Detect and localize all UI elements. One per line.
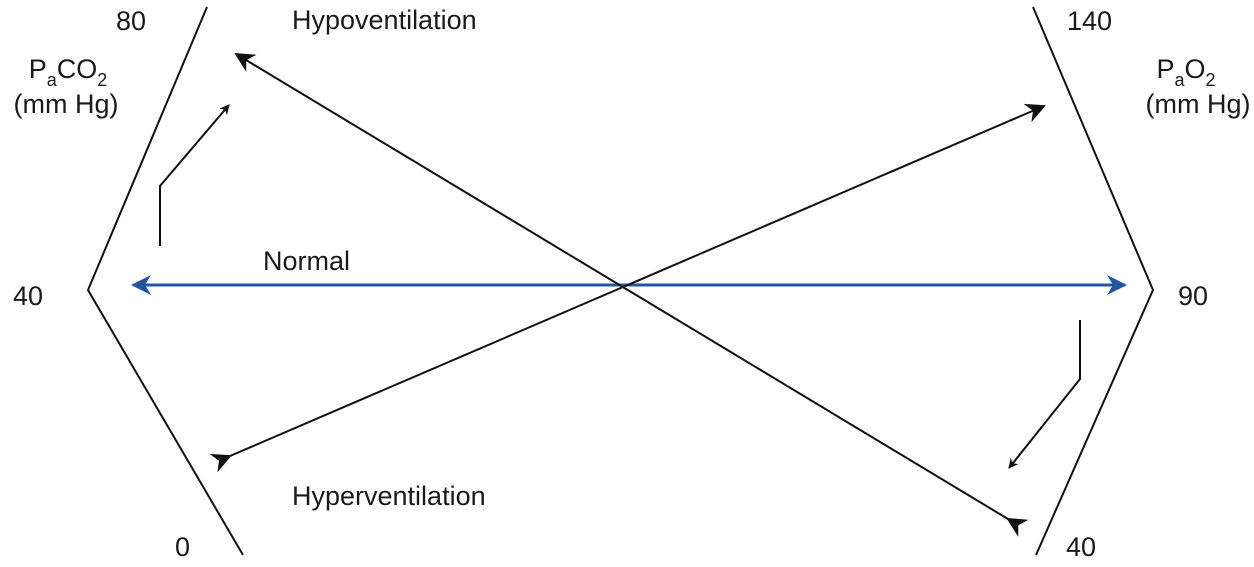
left-axis-title: PaCO2 xyxy=(29,54,108,90)
hypoventilation-label: Hypoventilation xyxy=(292,5,477,35)
normal-label: Normal xyxy=(263,246,350,276)
left-tick-top: 80 xyxy=(116,6,146,36)
right-scale-line xyxy=(1032,6,1155,556)
left-tick-bottom: 0 xyxy=(175,532,190,562)
right-axis-title: PaO2 xyxy=(1156,54,1215,90)
left-trend-arrow xyxy=(159,104,230,246)
hyperventilation-label: Hyperventilation xyxy=(292,481,486,511)
left-tick-middle: 40 xyxy=(13,281,43,311)
right-tick-middle: 90 xyxy=(1178,281,1208,311)
right-trend-arrow xyxy=(1008,320,1081,469)
right-tick-top: 140 xyxy=(1067,6,1112,36)
hyperventilation-arrow xyxy=(209,103,1046,473)
left-axis-unit: (mm Hg) xyxy=(14,89,119,119)
right-tick-bottom: 40 xyxy=(1066,532,1096,562)
left-scale-line xyxy=(86,6,244,556)
right-axis-unit: (mm Hg) xyxy=(1146,89,1251,119)
